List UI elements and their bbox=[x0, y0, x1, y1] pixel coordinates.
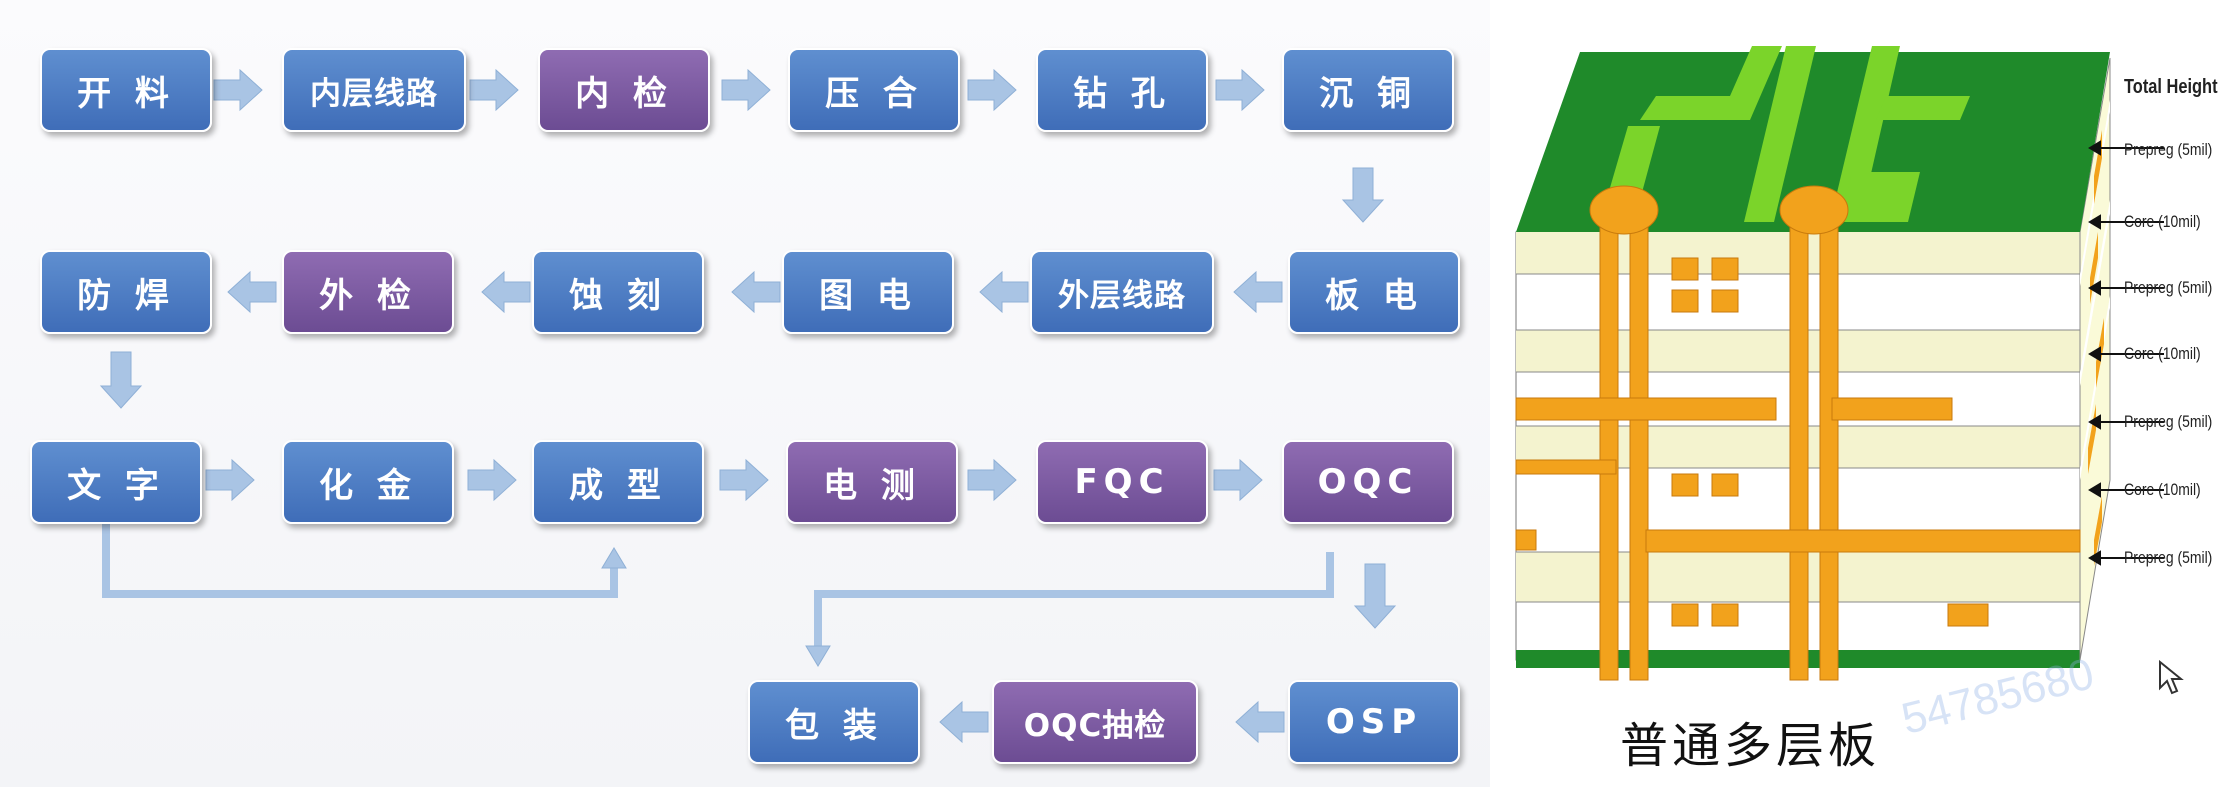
layer-label: Core (10mil) bbox=[2124, 212, 2201, 231]
step-etching: 蚀 刻 bbox=[532, 250, 704, 334]
step-outer-layer: 外层线路 bbox=[1030, 250, 1214, 334]
arrow-right bbox=[721, 68, 771, 112]
layer-label: Prepreg (5mil) bbox=[2124, 548, 2213, 567]
arrow-right bbox=[719, 458, 769, 502]
pcb-stackup-illustration bbox=[1515, 46, 2164, 681]
bypass-line bbox=[102, 522, 618, 598]
leader-lines bbox=[2088, 140, 2164, 566]
side-face bbox=[2079, 57, 2111, 661]
total-height-label: Total Height bbox=[2124, 76, 2218, 98]
arrow-left bbox=[1233, 270, 1283, 314]
step-electrical-test: 电 测 bbox=[786, 440, 958, 524]
arrow-left bbox=[227, 270, 277, 314]
step-enig: 化 金 bbox=[282, 440, 454, 524]
step-inner-layer: 内层线路 bbox=[282, 48, 466, 132]
step-packing: 包 装 bbox=[748, 680, 920, 764]
arrow-right bbox=[967, 458, 1017, 502]
arrow-left bbox=[481, 270, 531, 314]
step-cutting: 开 料 bbox=[40, 48, 212, 132]
arrow-right bbox=[467, 458, 517, 502]
arrow-right bbox=[967, 68, 1017, 112]
arrow-left bbox=[731, 270, 781, 314]
step-routing: 成 型 bbox=[532, 440, 704, 524]
step-inner-inspection: 内 检 bbox=[538, 48, 710, 132]
bypass-line bbox=[814, 552, 1334, 648]
step-pattern-plating: 图 电 bbox=[782, 250, 954, 334]
step-lamination: 压 合 bbox=[788, 48, 960, 132]
arrow-left bbox=[939, 700, 989, 744]
inner-copper bbox=[1515, 257, 2081, 627]
arrow-down-head bbox=[805, 645, 831, 667]
flowchart-panel: 开 料 内层线路 内 检 压 合 钻 孔 沉 铜 防 焊 外 检 蚀 刻 图 电… bbox=[0, 0, 1490, 787]
arrow-right bbox=[205, 458, 255, 502]
arrow-down bbox=[99, 351, 143, 409]
pcb-title: 普通多层板 bbox=[1620, 718, 1881, 774]
layer-label: Core (10mil) bbox=[2124, 344, 2201, 363]
top-traces bbox=[1600, 46, 1970, 222]
layer-label: Prepreg (5mil) bbox=[2124, 412, 2213, 431]
arrow-right bbox=[469, 68, 519, 112]
step-drilling: 钻 孔 bbox=[1036, 48, 1208, 132]
step-pth: 沉 铜 bbox=[1282, 48, 1454, 132]
connector-arrows bbox=[99, 68, 1397, 744]
step-osp: OSP bbox=[1288, 680, 1460, 764]
step-oqc: OQC bbox=[1282, 440, 1454, 524]
arrow-down bbox=[1353, 563, 1397, 629]
step-oqc-sampling: OQC抽检 bbox=[992, 680, 1198, 764]
step-silkscreen: 文 字 bbox=[30, 440, 202, 524]
layer-label: Prepreg (5mil) bbox=[2124, 140, 2213, 159]
arrow-right bbox=[213, 68, 263, 112]
step-fqc: FQC bbox=[1036, 440, 1208, 524]
layer-label: Core (10mil) bbox=[2124, 480, 2201, 499]
arrow-right bbox=[1215, 68, 1265, 112]
arrow-up-head bbox=[601, 547, 627, 569]
step-outer-inspection: 外 检 bbox=[282, 250, 454, 334]
arrow-left bbox=[979, 270, 1029, 314]
step-panel-plating: 板 电 bbox=[1288, 250, 1460, 334]
arrow-left bbox=[1235, 700, 1285, 744]
arrow-right bbox=[1213, 458, 1263, 502]
mouse-cursor-icon bbox=[2159, 660, 2184, 695]
step-solder-mask: 防 焊 bbox=[40, 250, 212, 334]
arrow-down bbox=[1341, 167, 1385, 223]
layer-label: Prepreg (5mil) bbox=[2124, 278, 2213, 297]
copper-vias bbox=[1589, 185, 1849, 681]
